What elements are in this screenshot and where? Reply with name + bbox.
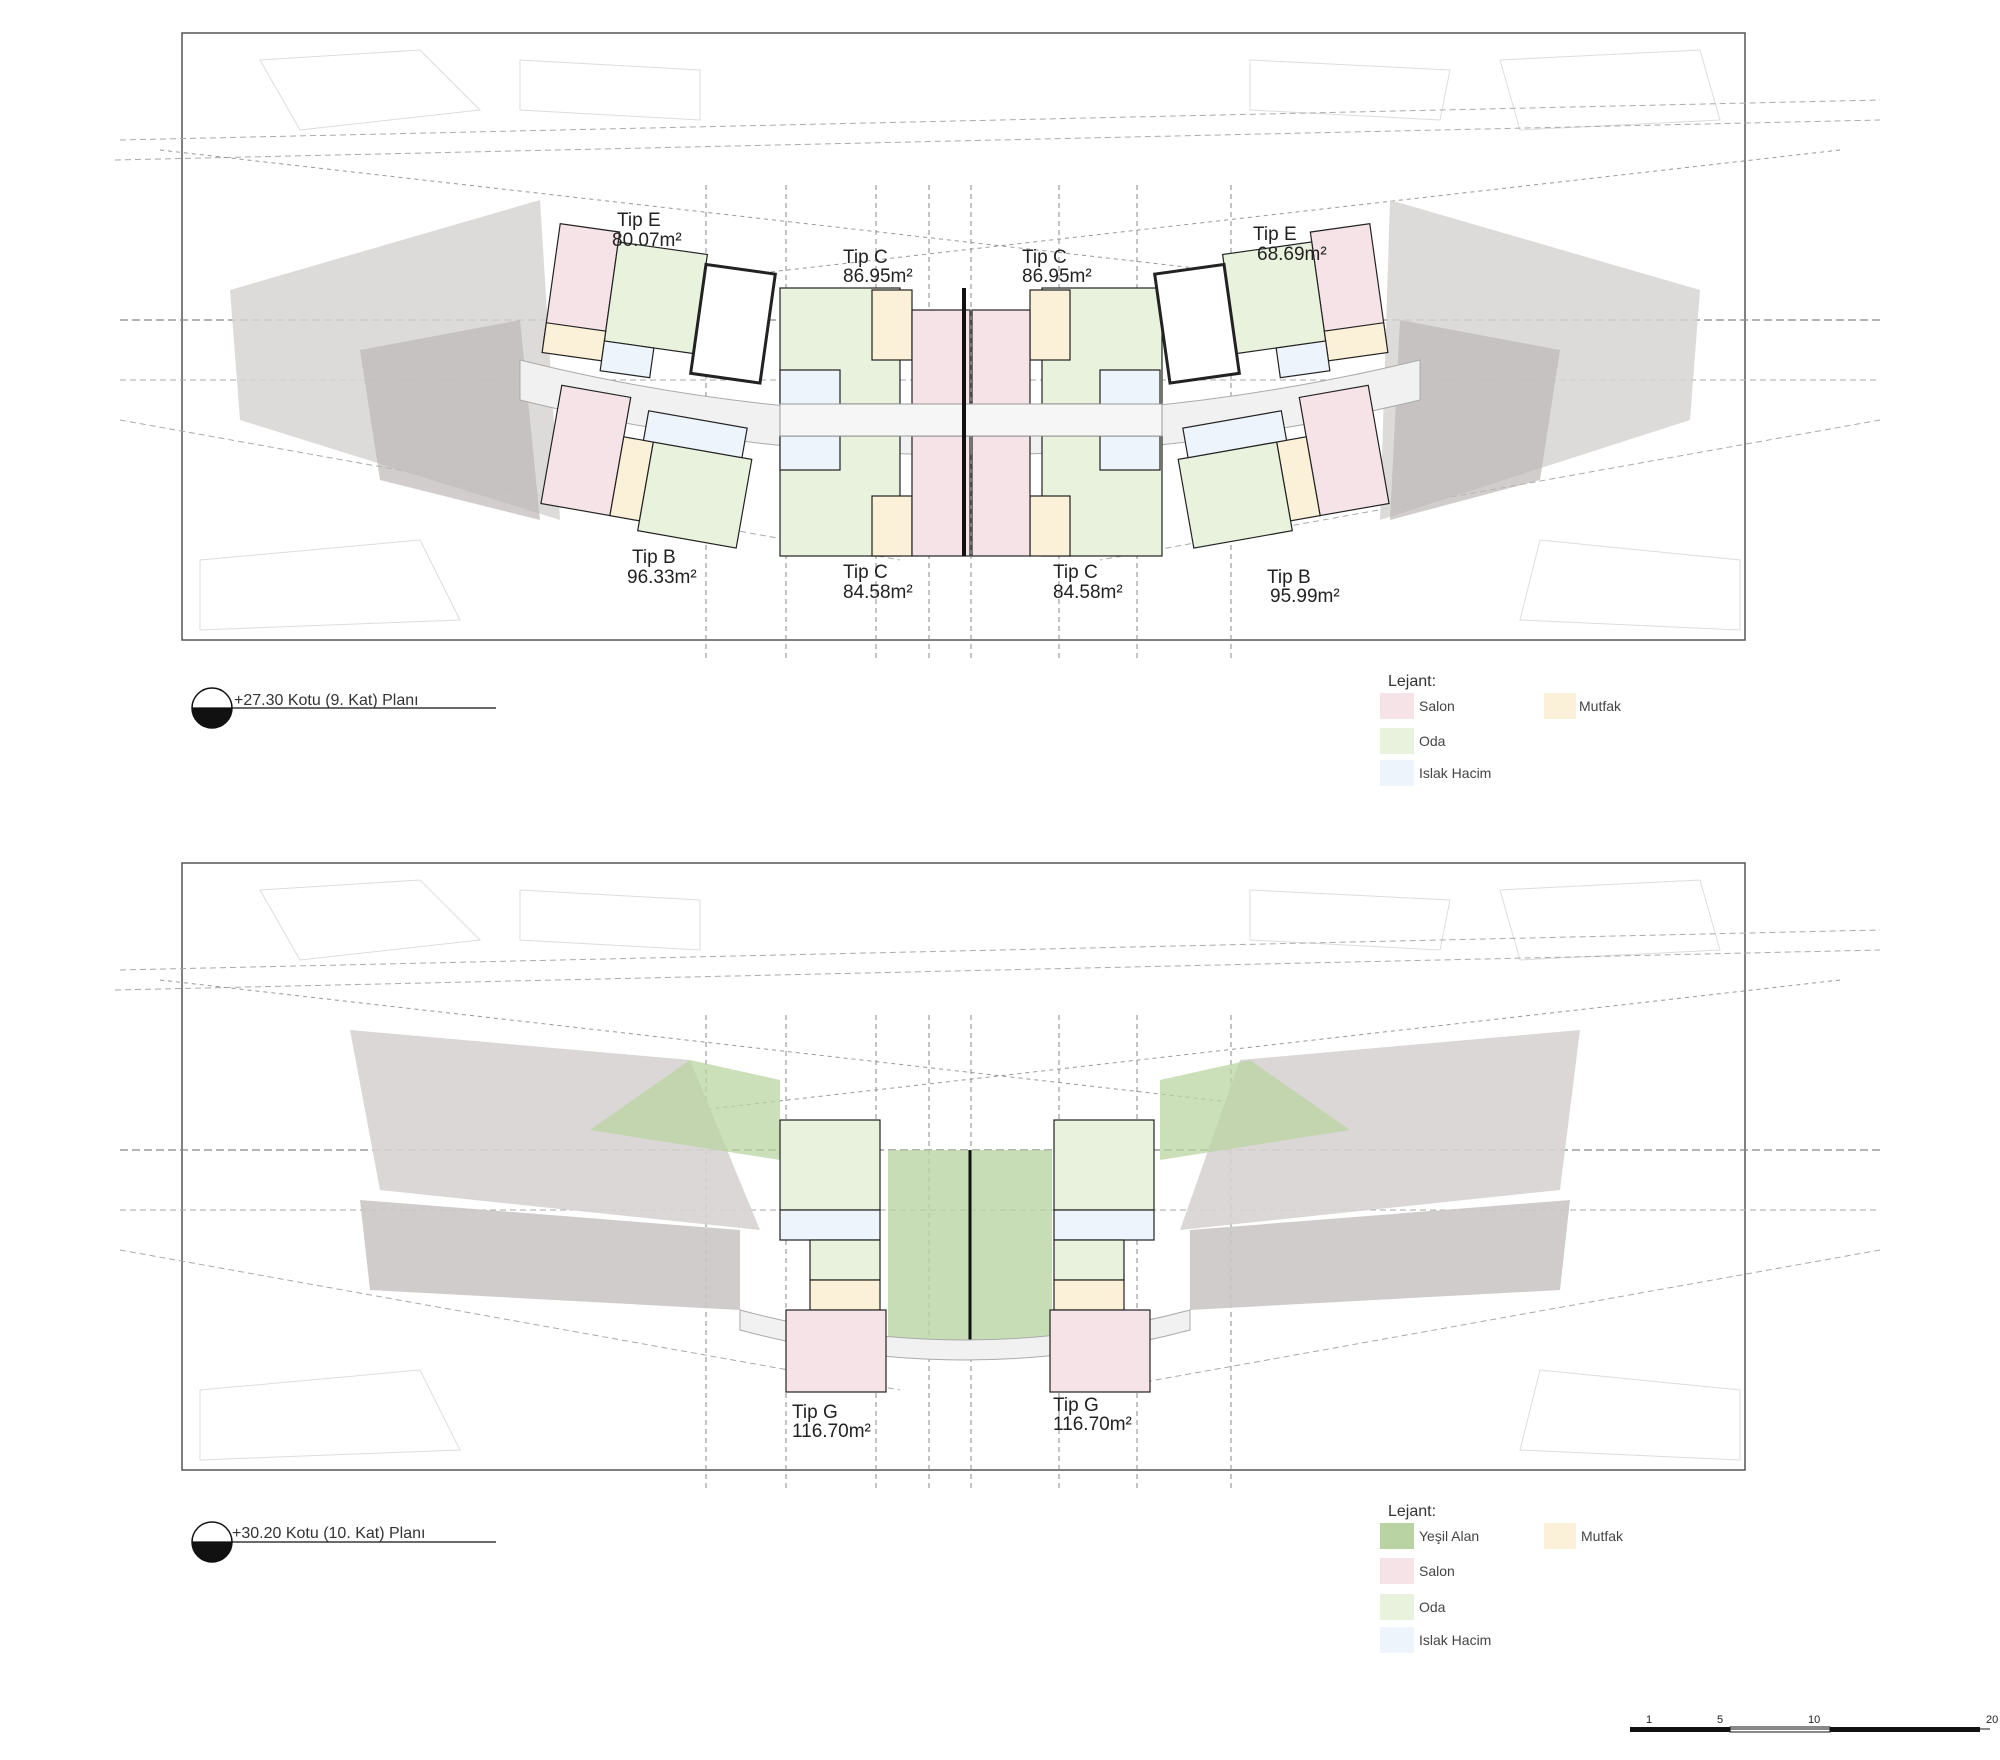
- legend-label: Yeşil Alan: [1419, 1528, 1479, 1544]
- legend-label: Oda: [1419, 733, 1446, 749]
- unit-label-type: Tip E: [1253, 224, 1297, 245]
- legend-swatch-islak-hacim: [1380, 1627, 1414, 1653]
- plan-title-block: +30.20 Kotu (10. Kat) Planı: [191, 1521, 496, 1563]
- legend-title: Lejant:: [1388, 1503, 1436, 1520]
- scale-bar: 1 5 10 20: [1630, 1714, 1998, 1733]
- legend-label: Salon: [1419, 1563, 1455, 1579]
- legend-swatch-salon: [1380, 1558, 1414, 1584]
- unit-label-area: 96.33m²: [627, 567, 697, 588]
- plan-frame-border: [181, 862, 1746, 1471]
- unit-tip-c-top-right: [971, 287, 1163, 407]
- unit-label-area: 84.58m²: [1053, 582, 1123, 603]
- unit-tip-e-right: [1153, 223, 1389, 385]
- unit-tip-g-right: [1049, 1119, 1155, 1393]
- unit-label-type: Tip C: [843, 247, 888, 268]
- unit-label-type: Tip C: [843, 562, 888, 583]
- legend-label: Islak Hacim: [1419, 765, 1491, 781]
- legend-swatch-oda: [1380, 728, 1414, 754]
- legend-label: Salon: [1419, 698, 1455, 714]
- legend-label: Mutfak: [1581, 1528, 1624, 1544]
- legend-label: Oda: [1419, 1599, 1446, 1615]
- legend: Lejant: Yeşil Alan Mutfak Salon Oda Isla…: [1380, 1503, 1624, 1653]
- plan-title-block: +27.30 Kotu (9. Kat) Planı: [191, 687, 496, 729]
- unit-label-area: 116.70m²: [1053, 1414, 1132, 1435]
- unit-tip-c-bottom-left: [779, 435, 971, 557]
- unit-label-area: 116.70m²: [792, 1421, 871, 1442]
- unit-label-type: Tip B: [632, 547, 676, 568]
- unit-label-area: 86.95m²: [843, 266, 913, 287]
- legend-swatch-yesil-alan: [1380, 1523, 1414, 1549]
- unit-label-type: Tip G: [1053, 1395, 1099, 1416]
- plan-10-kat: Tip G 116.70m² Tip G 116.70m² +30.20 Kot…: [114, 862, 1881, 1653]
- unit-label-type: Tip E: [617, 210, 661, 231]
- scale-tick-label: 5: [1717, 1714, 1723, 1726]
- unit-label-type: Tip G: [792, 1402, 838, 1423]
- unit-tip-b-right: [1177, 384, 1390, 549]
- plan-title: +27.30 Kotu (9. Kat) Planı: [234, 692, 419, 709]
- green-roof-right: [1160, 1060, 1350, 1160]
- legend-label: Islak Hacim: [1419, 1632, 1491, 1648]
- green-roof-left: [590, 1060, 780, 1160]
- legend-swatch-mutfak: [1544, 1523, 1576, 1549]
- unit-tip-c-bottom-right: [971, 435, 1163, 557]
- unit-tip-e-left: [541, 223, 777, 385]
- scale-tick-label: 20: [1986, 1714, 1998, 1726]
- plan-frame-border: [181, 32, 1746, 641]
- unit-tip-c-top-left: [779, 287, 971, 407]
- legend-swatch-oda: [1380, 1594, 1414, 1620]
- unit-label-type: Tip B: [1267, 567, 1311, 588]
- legend-label: Mutfak: [1579, 698, 1622, 714]
- legend-title: Lejant:: [1388, 673, 1436, 690]
- unit-label-area: 68.69m²: [1257, 244, 1327, 265]
- legend-swatch-islak-hacim: [1380, 760, 1414, 786]
- plan-title: +30.20 Kotu (10. Kat) Planı: [232, 1525, 425, 1542]
- legend-swatch-mutfak: [1544, 693, 1576, 719]
- scale-tick-label: 1: [1646, 1714, 1652, 1726]
- plan-9-kat: Tip E 80.07m² Tip C 86.95m² Tip C 86.95m…: [114, 32, 1881, 786]
- unit-label-area: 95.99m²: [1270, 586, 1340, 607]
- unit-label-type: Tip C: [1053, 562, 1098, 583]
- unit-label-area: 84.58m²: [843, 582, 913, 603]
- unit-label-area: 80.07m²: [612, 230, 682, 251]
- unit-tip-b-left: [540, 384, 753, 549]
- unit-label-area: 86.95m²: [1022, 266, 1092, 287]
- legend: Lejant: Salon Mutfak Oda Islak Hacim: [1380, 673, 1622, 786]
- unit-tip-g-left: [779, 1119, 887, 1393]
- unit-label-type: Tip C: [1022, 247, 1067, 268]
- legend-swatch-salon: [1380, 693, 1414, 719]
- scale-tick-label: 10: [1808, 1714, 1820, 1726]
